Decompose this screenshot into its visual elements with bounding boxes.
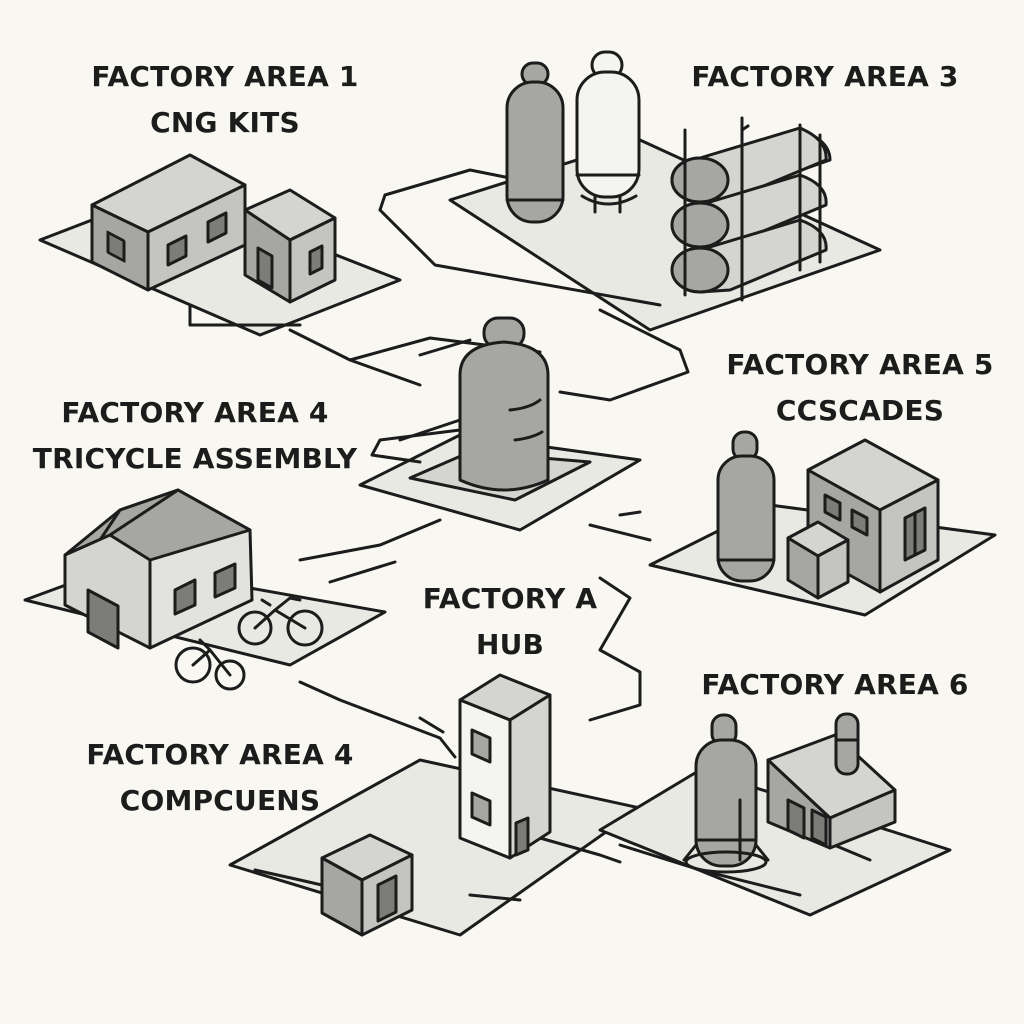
area5-title: FACTORY AREA 5 xyxy=(726,348,994,381)
area5-subtitle: CCSCADES xyxy=(775,394,945,427)
area5-label: FACTORY AREA 5 CCSCADES xyxy=(720,342,1000,434)
hub-title: FACTORY A xyxy=(422,582,598,615)
area6-vertical-tank xyxy=(682,713,770,874)
tricycle-1-icon xyxy=(174,638,246,691)
area1-large-building xyxy=(90,153,247,292)
area3-white-tank xyxy=(575,50,641,214)
area5-gas-cylinder xyxy=(716,430,776,583)
area3-title: FACTORY AREA 3 xyxy=(691,60,959,93)
area4-comp-label: FACTORY AREA 4 COMPCUENS xyxy=(75,732,365,824)
hub-label: FACTORY A HUB xyxy=(400,576,620,668)
area5-building xyxy=(806,438,940,594)
area4-tricycle-label: FACTORY AREA 4 TRICYCLE ASSEMBLY xyxy=(30,390,360,482)
area3-tall-gray-tank xyxy=(505,61,565,224)
area6-platform xyxy=(598,768,952,917)
road-network xyxy=(188,168,872,902)
area1-label: FACTORY AREA 1 CNG KITS xyxy=(80,54,370,146)
area1-title: FACTORY AREA 1 xyxy=(91,60,359,93)
area6-title: FACTORY AREA 6 xyxy=(701,668,969,701)
area4-comp-title: FACTORY AREA 4 xyxy=(86,738,354,771)
area4-comp-subtitle: COMPCUENS xyxy=(119,784,321,817)
area4-tricycle-subtitle: TRICYCLE ASSEMBLY xyxy=(32,442,358,475)
central-hub-tank xyxy=(458,316,550,492)
area4-tricycle-building xyxy=(63,488,254,650)
area3-label: FACTORY AREA 3 xyxy=(680,54,970,100)
area3-horizontal-cylinder-rack xyxy=(670,116,832,302)
area4-tricycle-title: FACTORY AREA 4 xyxy=(61,396,329,429)
area6-building xyxy=(766,712,897,850)
hub-subtitle: HUB xyxy=(475,628,545,661)
area5-small-box xyxy=(786,520,850,600)
hub-tower xyxy=(458,673,552,860)
area6-label: FACTORY AREA 6 xyxy=(690,662,980,708)
area4-comp-shed xyxy=(320,833,414,937)
tricycle-2-icon xyxy=(237,596,324,647)
area1-small-building xyxy=(243,188,337,304)
area1-subtitle: CNG KITS xyxy=(150,106,300,139)
